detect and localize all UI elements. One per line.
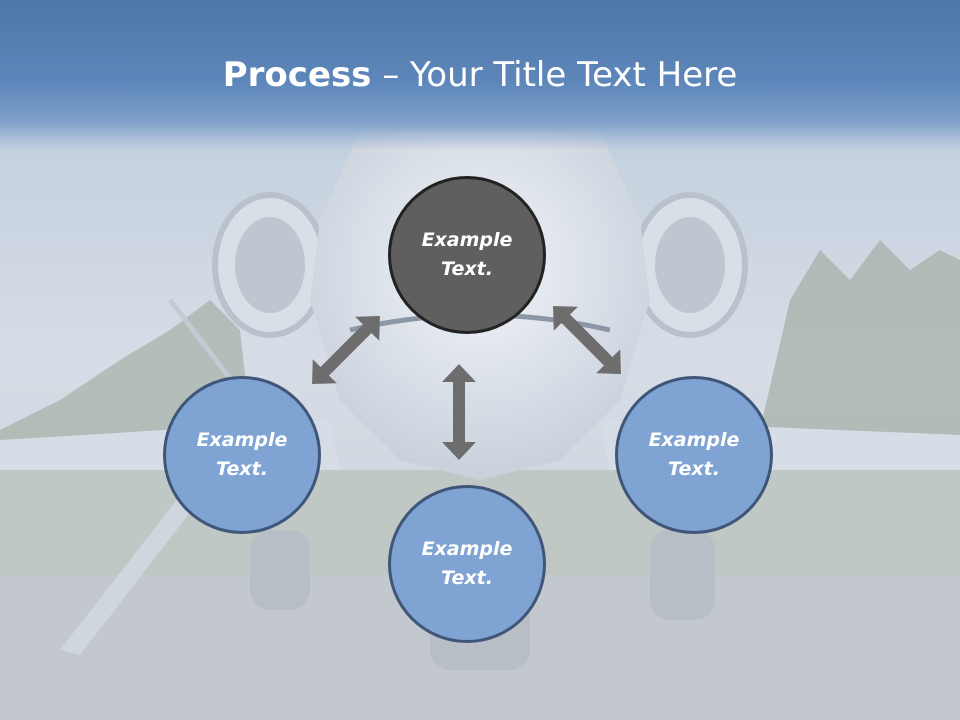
process-node-left[interactable]: Example Text. (163, 376, 321, 534)
double-arrow-upper-right (553, 306, 621, 374)
node-label: Example Text. (421, 538, 513, 589)
slide-title[interactable]: Process – Your Title Text Here (0, 52, 960, 98)
process-node-bottom[interactable]: Example Text. (388, 485, 546, 643)
title-rest: – Your Title Text Here (371, 55, 738, 95)
title-band (0, 0, 960, 150)
double-arrow-upper-left (312, 316, 380, 384)
node-label: Example Text. (648, 429, 740, 480)
process-node-right[interactable]: Example Text. (615, 376, 773, 534)
title-bold: Process (222, 55, 372, 95)
node-label: Example Text. (196, 429, 288, 480)
node-label: Example Text. (421, 229, 513, 280)
double-arrow-vertical (442, 364, 476, 460)
process-node-center[interactable]: Example Text. (388, 176, 546, 334)
